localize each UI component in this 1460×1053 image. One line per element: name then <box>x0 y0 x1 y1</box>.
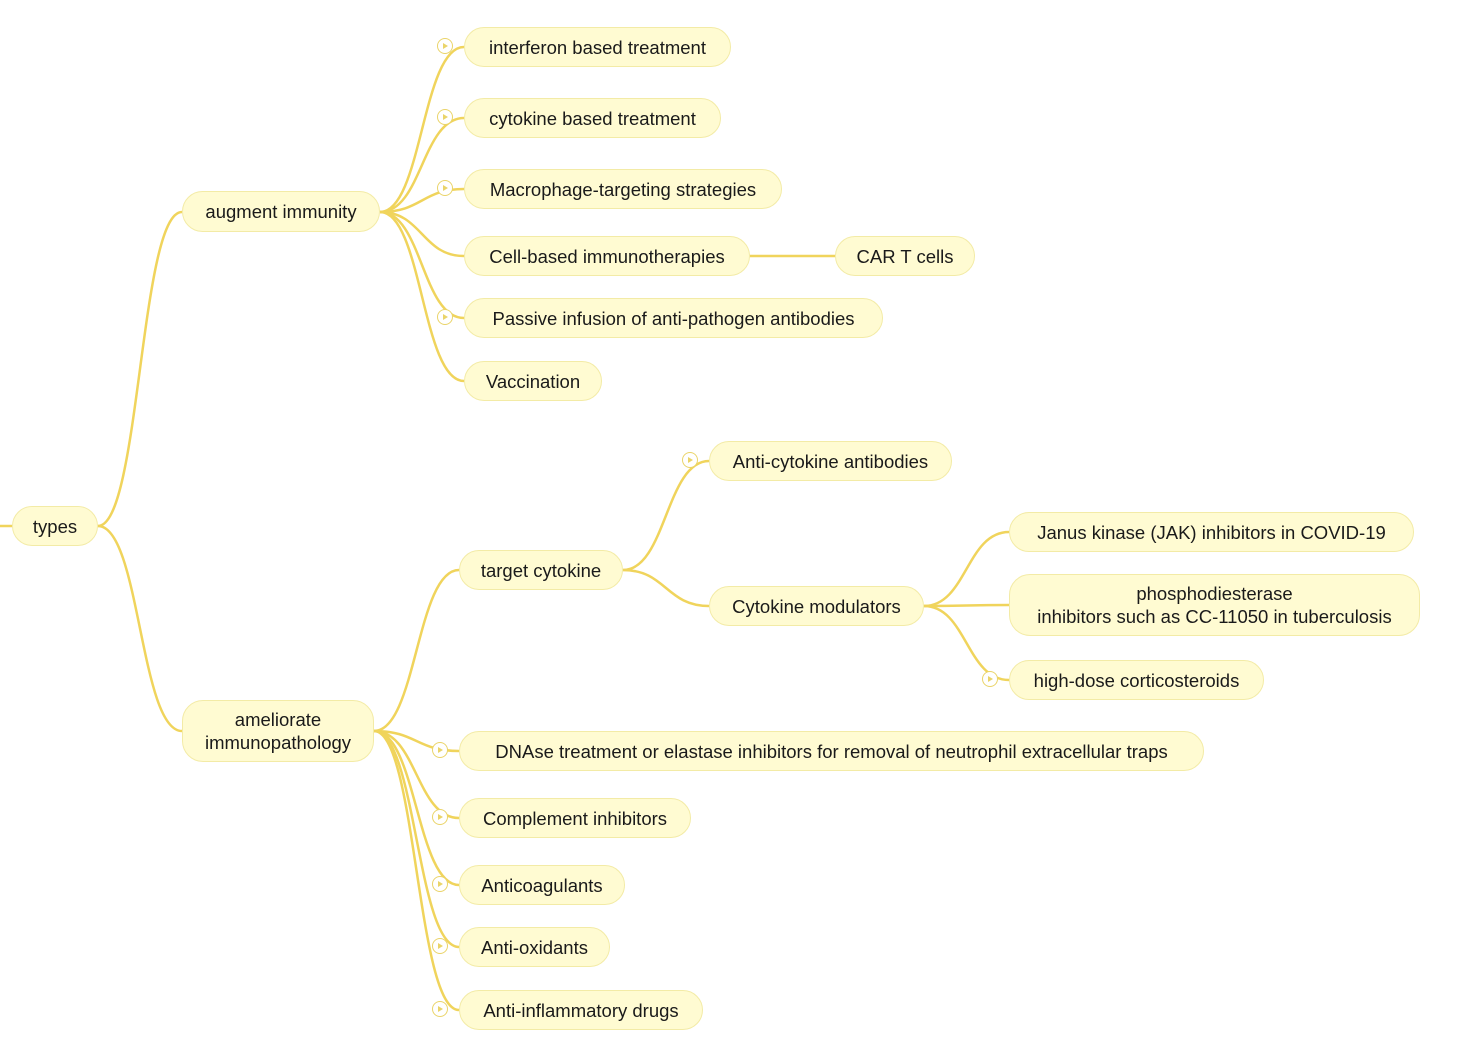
node-high-dose-corticosteroids[interactable]: high-dose corticosteroids <box>1009 660 1264 700</box>
connector-line <box>379 210 465 320</box>
expand-toggle-icon[interactable] <box>682 452 698 468</box>
connector-line <box>622 459 710 572</box>
connector-line <box>923 603 1010 608</box>
connector-line <box>379 210 465 383</box>
connector-line <box>373 568 460 733</box>
node-passive-infusion-antibodies[interactable]: Passive infusion of anti-pathogen antibo… <box>464 298 883 338</box>
node-jak-inhibitors[interactable]: Janus kinase (JAK) inhibitors in COVID-1… <box>1009 512 1414 552</box>
node-cytokine-modulators[interactable]: Cytokine modulators <box>709 586 924 626</box>
root-node-types[interactable]: types <box>12 506 98 546</box>
connector-line <box>373 729 460 949</box>
node-anticoagulants[interactable]: Anticoagulants <box>459 865 625 905</box>
expand-toggle-icon[interactable] <box>437 309 453 325</box>
expand-toggle-icon[interactable] <box>437 109 453 125</box>
expand-toggle-icon[interactable] <box>982 671 998 687</box>
node-cytokine-based-treatment[interactable]: cytokine based treatment <box>464 98 721 138</box>
node-car-t-cells[interactable]: CAR T cells <box>835 236 975 276</box>
connector-line <box>622 568 710 608</box>
node-cell-based-immunotherapies[interactable]: Cell-based immunotherapies <box>464 236 750 276</box>
expand-toggle-icon[interactable] <box>432 1001 448 1017</box>
connector-line <box>379 210 465 258</box>
connector-line <box>923 604 1010 682</box>
node-augment-immunity[interactable]: augment immunity <box>182 191 380 232</box>
node-complement-inhibitors[interactable]: Complement inhibitors <box>459 798 691 838</box>
node-anti-cytokine-antibodies[interactable]: Anti-cytokine antibodies <box>709 441 952 481</box>
connector-line <box>379 45 465 214</box>
expand-toggle-icon[interactable] <box>432 809 448 825</box>
node-vaccination[interactable]: Vaccination <box>464 361 602 401</box>
connector-line <box>923 530 1010 608</box>
node-interferon-based-treatment[interactable]: interferon based treatment <box>464 27 731 67</box>
node-anti-inflammatory-drugs[interactable]: Anti-inflammatory drugs <box>459 990 703 1030</box>
node-target-cytokine[interactable]: target cytokine <box>459 550 623 590</box>
expand-toggle-icon[interactable] <box>437 180 453 196</box>
expand-toggle-icon[interactable] <box>432 742 448 758</box>
connector-line <box>97 524 183 733</box>
expand-toggle-icon[interactable] <box>432 876 448 892</box>
node-phosphodiesterase-inhibitors[interactable]: phosphodiesterase inhibitors such as CC-… <box>1009 574 1420 636</box>
expand-toggle-icon[interactable] <box>437 38 453 54</box>
node-macrophage-targeting-strategies[interactable]: Macrophage-targeting strategies <box>464 169 782 209</box>
expand-toggle-icon[interactable] <box>432 938 448 954</box>
connector-line <box>373 729 460 1012</box>
node-ameliorate-immunopathology[interactable]: ameliorate immunopathology <box>182 700 374 762</box>
node-dnase-treatment[interactable]: DNAse treatment or elastase inhibitors f… <box>459 731 1204 771</box>
node-anti-oxidants[interactable]: Anti-oxidants <box>459 927 610 967</box>
connector-line <box>97 210 183 528</box>
